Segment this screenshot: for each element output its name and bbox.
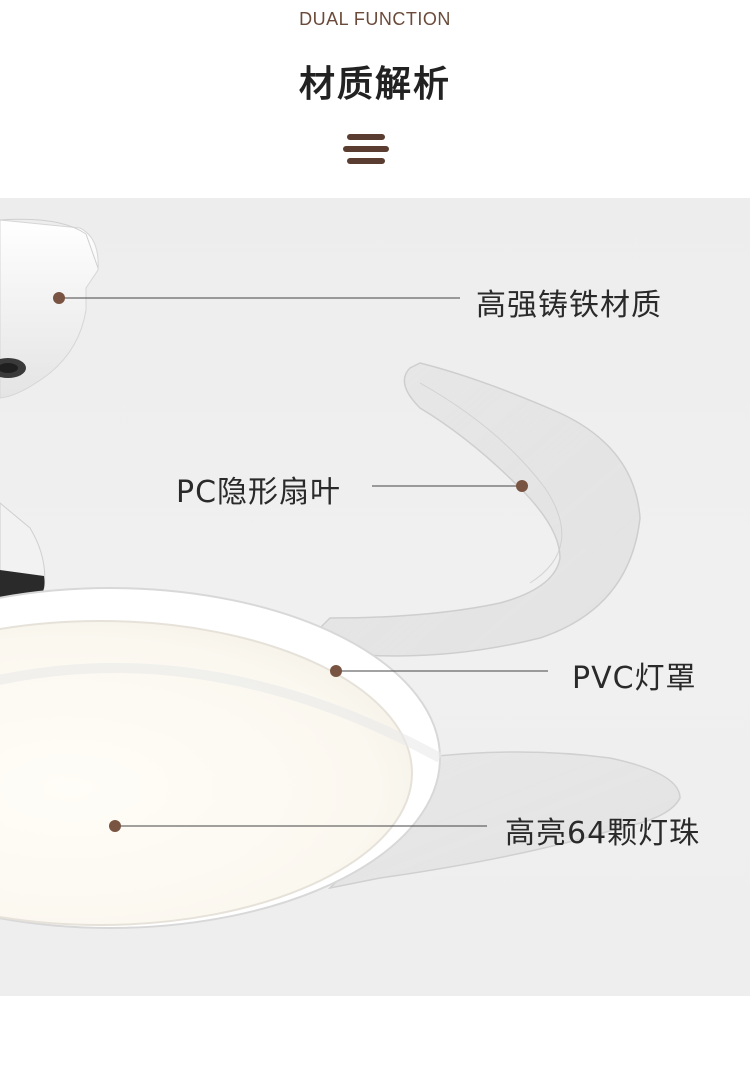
- callout-pvc-shade: PVC灯罩: [572, 661, 697, 696]
- section-subtitle: DUAL FUNCTION: [299, 9, 451, 29]
- section-title: 材质解析: [298, 64, 451, 105]
- callout-marker-cast-iron: [53, 292, 460, 304]
- callout-led-beads: 高亮64颗灯珠: [505, 816, 701, 851]
- product-photo: 高强铸铁材质 PC隐形扇叶 PVC灯罩 高亮64颗灯珠: [0, 198, 750, 996]
- menu-icon: [343, 134, 389, 164]
- ceiling-fan-illustration: [0, 218, 681, 929]
- footer-spacer: [0, 996, 750, 1068]
- callout-cast-iron: 高强铸铁材质: [476, 288, 662, 323]
- callout-marker-pvc-shade: [330, 665, 548, 677]
- callout-marker-led-beads: [109, 820, 487, 832]
- blade-upper: [298, 362, 641, 657]
- callout-marker-pc-blade: [372, 480, 528, 492]
- canopy: [0, 219, 99, 399]
- callout-pc-blade: PC隐形扇叶: [176, 475, 342, 510]
- header: DUAL FUNCTION 材质解析: [0, 0, 750, 198]
